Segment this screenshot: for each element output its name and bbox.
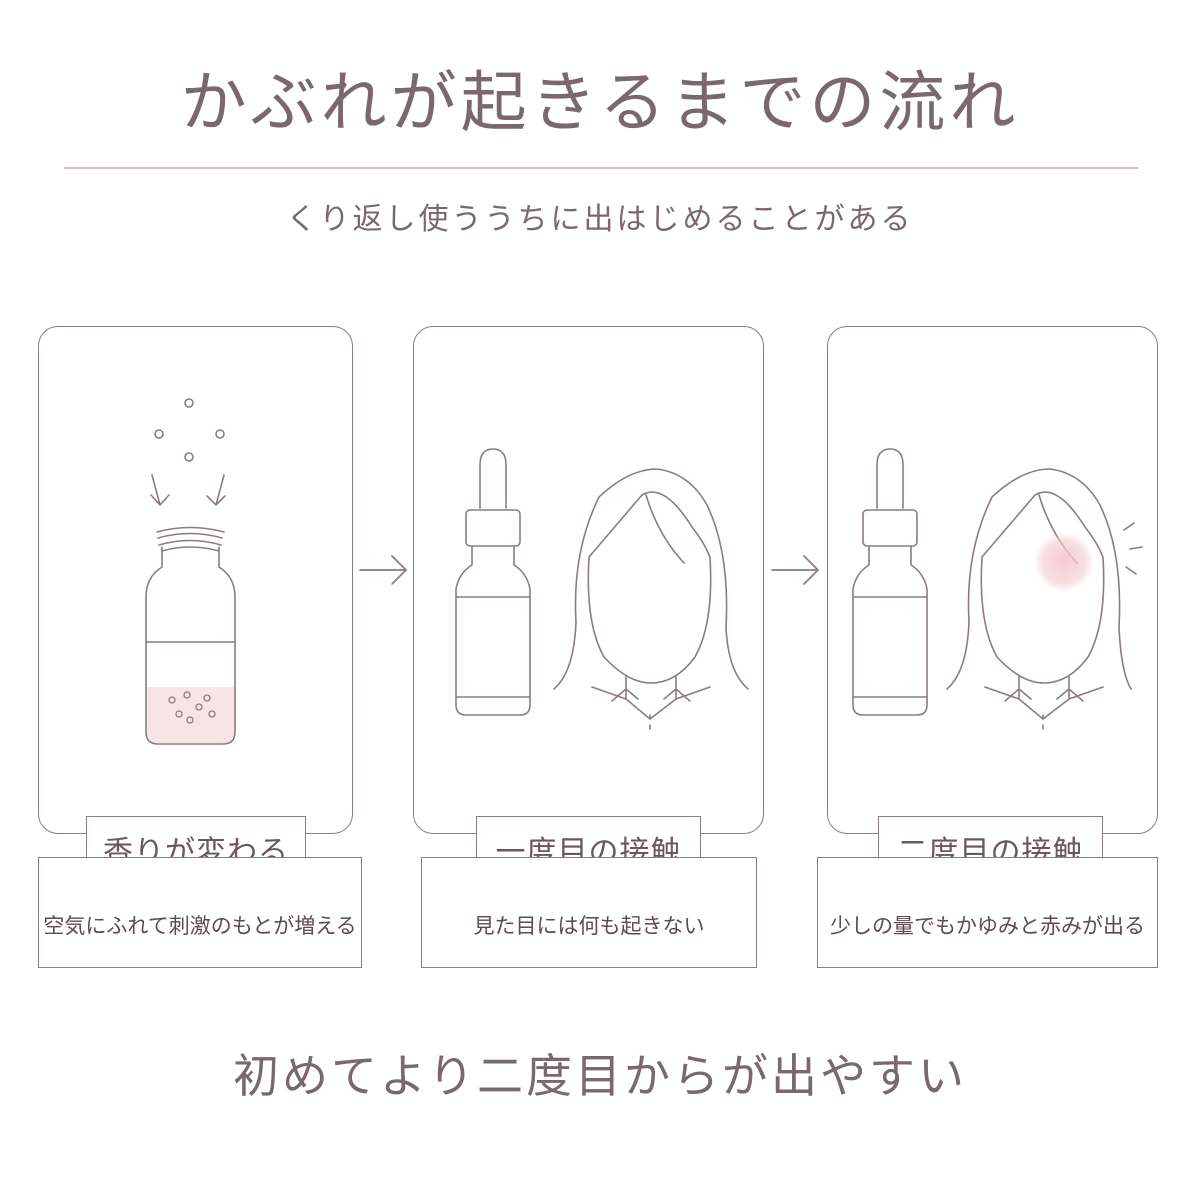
- flow-arrow-2: [771, 555, 819, 585]
- woman-collar: [591, 686, 711, 720]
- dropper-bulb: [876, 448, 904, 509]
- page-title: かぶれが起きるまでの流れ: [180, 64, 1020, 141]
- woman-hair: [946, 468, 1132, 690]
- step-1-description: 空気にふれて刺激のもとが増える: [38, 857, 362, 968]
- itch-lines: [1123, 522, 1143, 575]
- step-1-card: [38, 326, 353, 834]
- footer-caption: 初めてより二度目からが出やすい: [232, 1049, 968, 1103]
- oxidizing-bottle-illustration: [145, 398, 236, 745]
- woman-neck: [625, 676, 677, 700]
- air-bubble: [154, 429, 164, 439]
- arrow-down-right: [206, 474, 226, 506]
- woman-face: [587, 491, 712, 684]
- step-2-card: [413, 326, 764, 834]
- woman-face: [980, 491, 1105, 684]
- air-bubble: [184, 398, 194, 408]
- dropper-cap: [465, 509, 521, 547]
- arrow-down-left: [150, 474, 170, 506]
- dropper-bulb: [479, 448, 507, 509]
- dropper-cap: [862, 509, 918, 547]
- air-bubble: [215, 429, 225, 439]
- step-3-description: 少しの量でもかゆみと赤みが出る: [817, 857, 1158, 968]
- title-divider: [64, 167, 1138, 169]
- second-contact-illustration: [852, 448, 1143, 730]
- woman-hair: [553, 468, 749, 690]
- dropper-bottle: [455, 545, 531, 716]
- step-2-description: 見た目には何も起きない: [421, 857, 757, 968]
- woman-neck: [1018, 676, 1070, 700]
- blush-redness: [1034, 532, 1094, 592]
- dropper-bottle: [852, 545, 928, 716]
- woman-collar: [984, 686, 1104, 720]
- first-contact-illustration: [455, 448, 749, 730]
- flow-arrow-1: [359, 555, 407, 585]
- bottle-outline: [145, 546, 236, 745]
- step-3-card: [827, 326, 1158, 834]
- page-subtitle: くり返し使ううちに出はじめることがある: [286, 202, 914, 237]
- air-bubble: [184, 452, 194, 462]
